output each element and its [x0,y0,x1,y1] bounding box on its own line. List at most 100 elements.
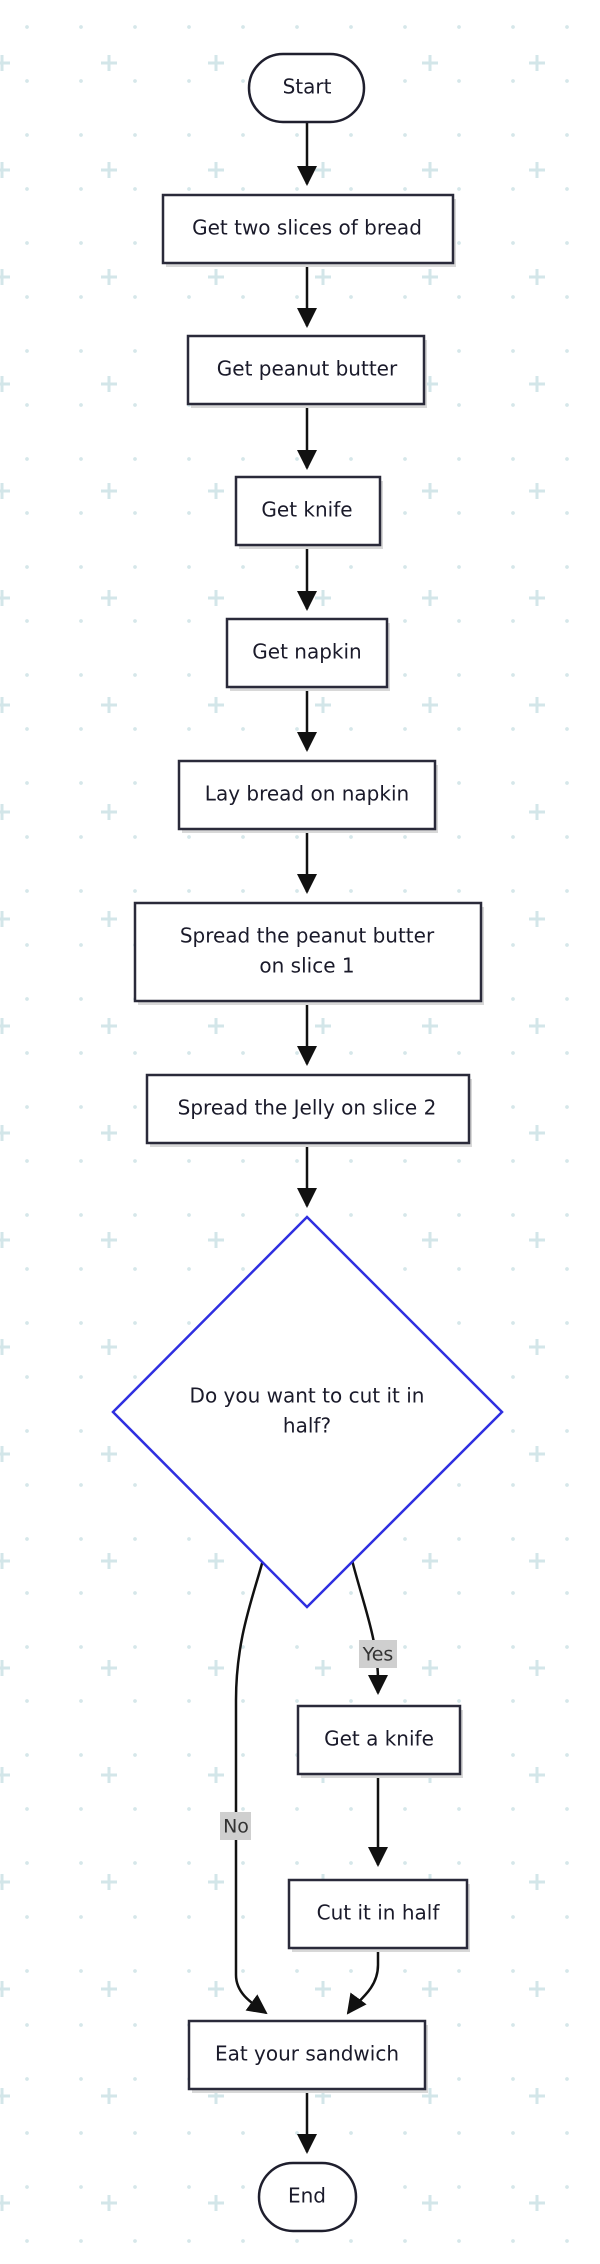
grid-plus [0,1339,10,1355]
grid-plus [422,697,438,713]
svg-text:Yes: Yes [362,1644,394,1666]
node-spread-peanut-butter[interactable]: Spread the peanut butter on slice 1 [133,901,484,1005]
node-get-bread[interactable]: Get two slices of bread [161,193,456,267]
grid-plus [208,1232,224,1248]
svg-text:Start: Start [283,75,332,99]
svg-text:Get knife: Get knife [261,498,352,522]
svg-text:half?: half? [283,1414,331,1438]
node-decision-cut-half[interactable]: Do you want to cut it in half? [111,1215,504,1609]
grid-plus [0,1018,10,1034]
grid-plus [0,1767,10,1783]
grid-plus [529,1660,545,1676]
svg-text:Eat your sandwich: Eat your sandwich [215,2042,399,2066]
grid-plus [529,1339,545,1355]
grid-plus [208,1660,224,1676]
svg-text:Lay bread on napkin: Lay bread on napkin [205,782,409,806]
grid-plus [208,1553,224,1569]
grid-plus [0,1874,10,1890]
edge-label-yes: Yes [359,1640,397,1668]
grid-plus [529,1767,545,1783]
grid-plus [529,55,545,71]
svg-text:No: No [223,1816,249,1838]
grid-plus [529,1125,545,1141]
grid-plus [422,483,438,499]
grid-plus [422,2088,438,2104]
grid-plus [101,55,117,71]
node-start[interactable]: Start [247,52,366,124]
grid-plus [101,376,117,392]
grid-plus [529,376,545,392]
grid-plus [208,483,224,499]
grid-plus [529,1446,545,1462]
node-spread-jelly[interactable]: Spread the Jelly on slice 2 [145,1073,472,1147]
grid-plus [208,1767,224,1783]
grid-plus [529,2088,545,2104]
svg-text:on slice 1: on slice 1 [259,954,354,978]
grid-plus [0,1232,10,1248]
edges [234,122,388,2154]
grid-plus [101,1553,117,1569]
grid-plus [529,697,545,713]
grid-plus [315,590,331,606]
grid-plus [101,1874,117,1890]
grid-plus [529,804,545,820]
grid-plus [529,1232,545,1248]
grid-plus [315,1660,331,1676]
grid-plus [101,1767,117,1783]
grid-plus [101,1339,117,1355]
grid-plus [422,269,438,285]
grid-plus [315,162,331,178]
grid-plus [0,162,10,178]
grid-plus [208,55,224,71]
grid-plus [315,269,331,285]
node-get-a-knife[interactable]: Get a knife [296,1704,463,1778]
grid-plus [529,2195,545,2211]
node-get-peanut-butter[interactable]: Get peanut butter [186,334,427,408]
grid-plus [529,1018,545,1034]
grid-plus [208,1018,224,1034]
edge-label-no: No [220,1812,251,1840]
grid-plus [101,483,117,499]
grid-plus [101,2088,117,2104]
grid-plus [101,269,117,285]
grid-plus [0,1125,10,1141]
grid-plus [101,911,117,927]
grid-plus [422,1018,438,1034]
grid-plus [208,2195,224,2211]
node-end[interactable]: End [257,2161,358,2233]
node-cut-in-half[interactable]: Cut it in half [287,1878,470,1952]
svg-text:Spread the Jelly on slice 2: Spread the Jelly on slice 2 [178,1096,437,1120]
grid-plus [208,1981,224,1997]
grid-plus [422,1660,438,1676]
grid-plus [101,1125,117,1141]
grid-plus [0,2195,10,2211]
grid-plus [208,269,224,285]
grid-plus [101,1232,117,1248]
node-get-knife[interactable]: Get knife [234,475,383,549]
svg-text:Get two slices of bread: Get two slices of bread [192,216,422,240]
svg-text:Spread the peanut butter: Spread the peanut butter [180,924,435,948]
grid-plus [101,1446,117,1462]
grid-plus [208,162,224,178]
grid-plus [101,162,117,178]
edge-cut-to-eat [346,1948,380,2015]
grid-plus [315,1018,331,1034]
grid-plus [0,269,10,285]
grid-plus [101,1981,117,1997]
grid-plus [422,2195,438,2211]
node-get-napkin[interactable]: Get napkin [225,617,390,691]
svg-text:Cut it in half: Cut it in half [317,1901,441,1925]
grid-plus [422,162,438,178]
grid-plus [315,697,331,713]
grid-plus [0,590,10,606]
grid-plus [101,697,117,713]
grid-plus [0,1446,10,1462]
grid-plus [208,590,224,606]
grid-plus [101,1660,117,1676]
node-eat-sandwich[interactable]: Eat your sandwich [187,2019,428,2093]
grid-plus [422,590,438,606]
grid-plus [0,483,10,499]
grid-plus [529,483,545,499]
svg-text:Get peanut butter: Get peanut butter [217,357,398,381]
node-lay-bread[interactable]: Lay bread on napkin [177,759,438,833]
